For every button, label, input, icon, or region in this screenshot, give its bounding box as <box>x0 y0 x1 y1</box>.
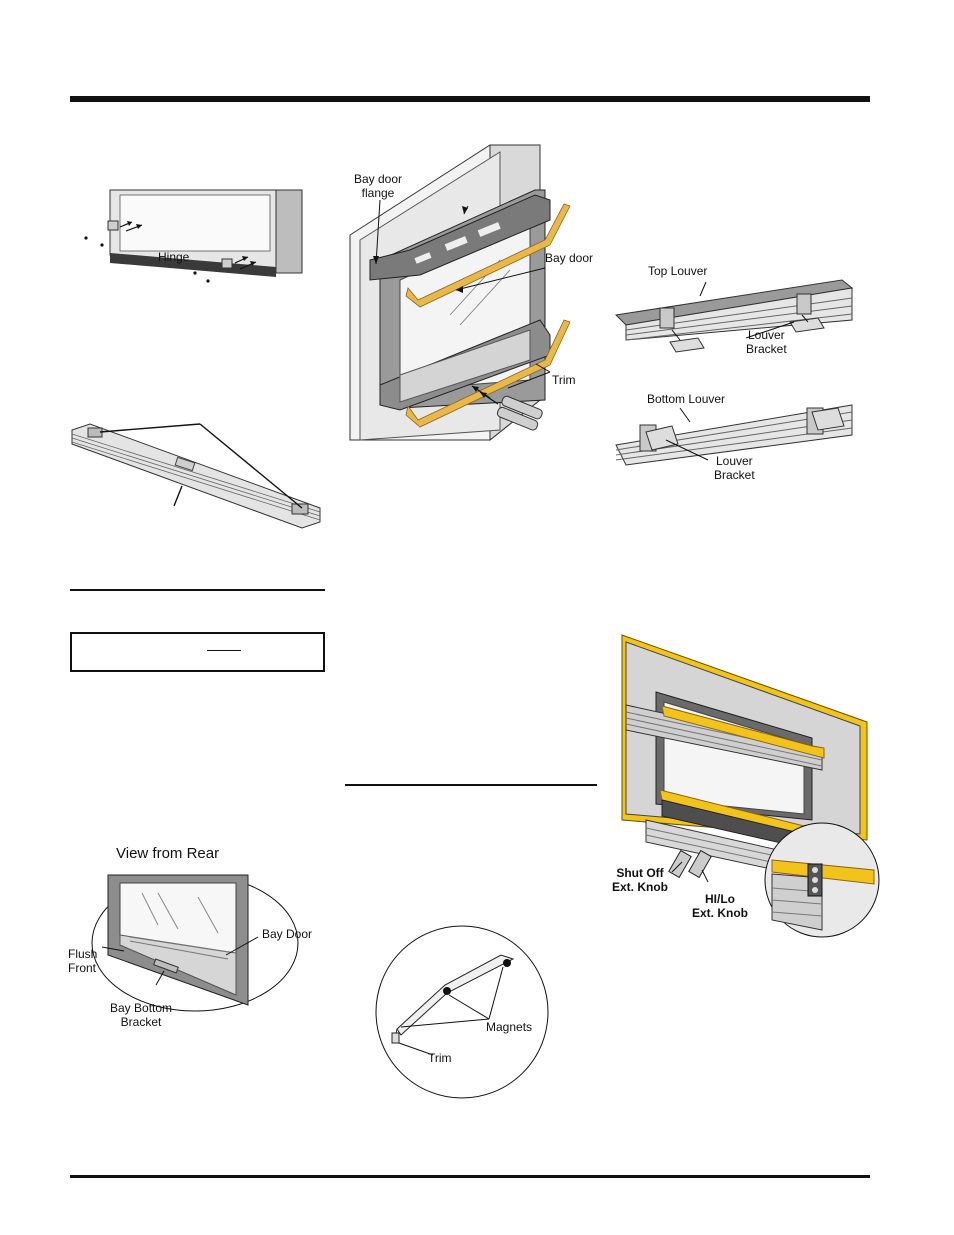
top-louver-label: Top Louver <box>648 264 708 278</box>
rear-view-drawing <box>91 874 299 1012</box>
bay-bottom-bracket-label: Bay Bottom Bracket <box>110 1001 173 1029</box>
installed-unit-drawing <box>621 634 880 938</box>
shut-off-knob-label: Shut Off Ext. Knob <box>612 866 668 894</box>
hinge-figure: Hinge <box>80 185 310 295</box>
note-underline <box>207 650 241 651</box>
louver-strip-figure <box>70 420 330 540</box>
louvers-drawing <box>614 279 854 466</box>
left-section-rule <box>70 589 325 591</box>
hi-lo-knob-label: HI/Lo Ext. Knob <box>692 892 748 920</box>
bottom-louver-bracket-label: Louver Bracket <box>714 454 755 482</box>
magnets-trim-label: Trim <box>428 1051 452 1065</box>
louvers-figure: Top Louver Louver Bracket Bottom Louver … <box>612 260 872 490</box>
bay-door-drawing <box>349 144 571 442</box>
bottom-louver-label: Bottom Louver <box>647 392 726 406</box>
top-louver-bracket-label: Louver Bracket <box>746 328 787 356</box>
trim-label: Trim <box>552 373 576 387</box>
magnets-label: Magnets <box>486 1020 533 1034</box>
magnets-figure: Magnets Trim <box>375 925 550 1100</box>
magnets-drawing <box>375 925 549 1099</box>
bay-door-figure: Bay door flange Bay door Trim <box>340 140 610 450</box>
hinge-label: Hinge <box>158 250 190 264</box>
rear-bay-door-label: Bay Door <box>262 927 313 941</box>
louver-strip-drawing <box>71 423 321 529</box>
flush-front-label: Flush Front <box>68 947 98 975</box>
bay-door-flange-label: Bay door flange <box>354 172 403 200</box>
header-rule <box>70 96 870 102</box>
rear-view-figure: View from Rear Bay Door Flush Front Bay … <box>68 845 330 1040</box>
hinge-drawing <box>84 189 303 283</box>
left-note-box <box>70 632 325 672</box>
rear-view-title: View from Rear <box>116 845 220 862</box>
center-section-rule <box>345 784 597 786</box>
installed-unit-figure: Shut Off Ext. Knob HI/Lo Ext. Knob <box>612 630 882 950</box>
bay-door-label: Bay door <box>545 251 594 265</box>
footer-rule <box>70 1175 870 1178</box>
